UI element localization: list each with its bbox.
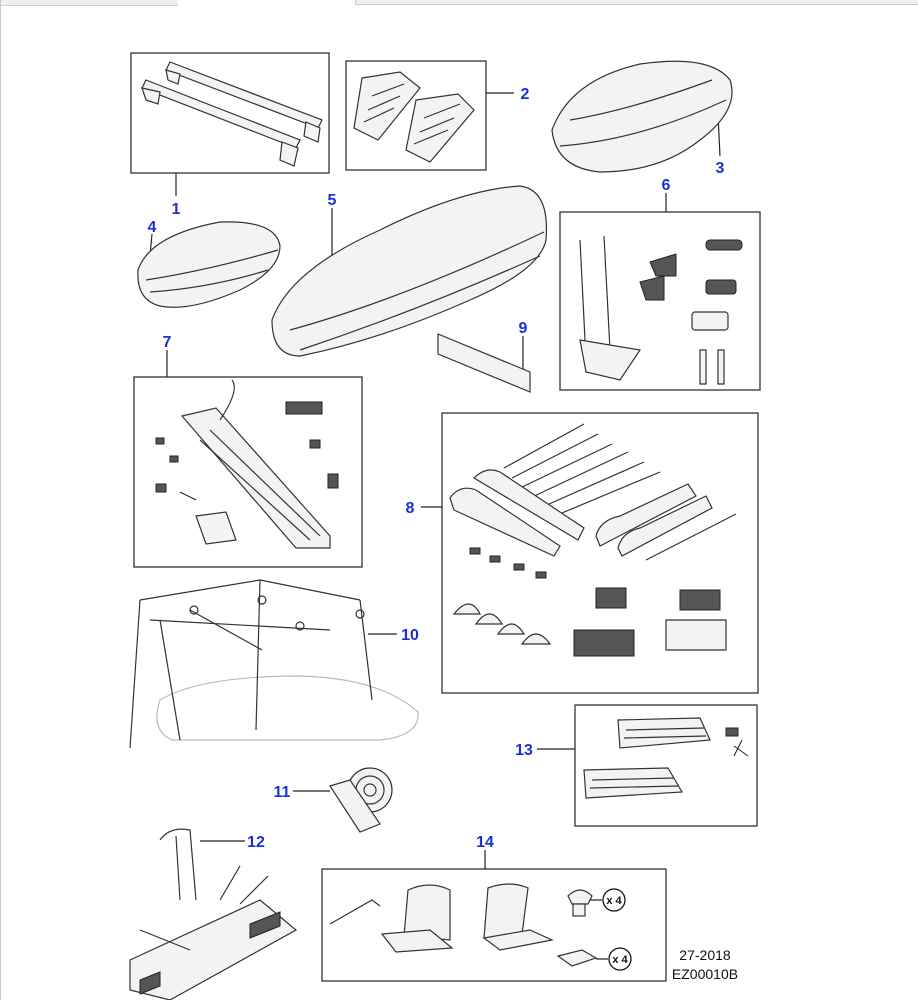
- roof-box-compact-illustration: [137, 221, 281, 308]
- callout-1: 1: [172, 201, 181, 218]
- roof-box-hoist-illustration: [129, 579, 419, 749]
- callout-2: 2: [521, 86, 530, 103]
- callout-9: 9: [519, 320, 528, 337]
- part-6-box: [559, 211, 761, 391]
- mounting-kit-illustration: x 4 x 4: [329, 883, 632, 971]
- quantity-bolt: x 4: [606, 895, 622, 907]
- diagram-date: 27-2018: [679, 947, 731, 963]
- callout-8: 8: [406, 500, 415, 517]
- bike-carrier-kit-illustration: [155, 379, 339, 549]
- quantity-nut: x 4: [612, 954, 628, 966]
- ski-rack-illustration: [583, 717, 749, 799]
- callout-7: 7: [163, 334, 172, 351]
- rail-profile-illustration: [437, 333, 531, 393]
- callout-10: 10: [401, 627, 419, 644]
- callout-14: 14: [476, 834, 494, 851]
- callout-3: 3: [716, 160, 725, 177]
- scrollbar-fragment-right: [355, 0, 918, 5]
- callout-11: 11: [274, 784, 291, 801]
- callout-5: 5: [328, 192, 337, 209]
- roof-bars-illustration: [141, 61, 323, 167]
- callout-12: 12: [247, 834, 265, 851]
- leader-lines: [149, 92, 721, 869]
- diagram-code: EZ00010B: [671, 966, 739, 982]
- window-edge: [0, 0, 1, 1000]
- ski-holder-kit-illustration: [579, 235, 743, 385]
- part-14-box: [321, 868, 667, 982]
- ski-carrier-kit-illustration: [449, 423, 737, 657]
- roof-box-large-illustration: [271, 185, 548, 357]
- callout-6: 6: [662, 177, 671, 194]
- part-1-box: [130, 52, 330, 174]
- towbar-bike-carrier-illustration: [129, 828, 298, 1000]
- roof-box-small-illustration: [551, 60, 733, 173]
- ratchet-strap-illustration: [329, 767, 393, 833]
- load-pads-illustration: [353, 71, 475, 163]
- quantity-badge-bolt: [602, 888, 626, 912]
- quantity-badge-nut: [608, 947, 632, 971]
- callout-13: 13: [515, 742, 533, 759]
- part-2-box: [345, 60, 487, 171]
- callout-4: 4: [148, 219, 157, 236]
- part-8-box: [441, 412, 759, 694]
- part-7-box: [133, 376, 363, 568]
- scrollbar-fragment-left: [0, 0, 178, 6]
- part-13-box: [574, 704, 758, 827]
